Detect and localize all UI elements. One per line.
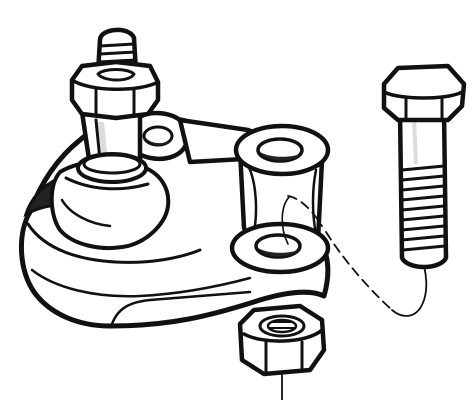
ball-joint-stud (76, 27, 148, 184)
hex-bolt (381, 63, 467, 270)
bolt-threads (400, 164, 447, 252)
assembly-guide-lines (281, 195, 428, 400)
lock-nut (237, 303, 327, 377)
ball-joint-nut (69, 59, 161, 121)
